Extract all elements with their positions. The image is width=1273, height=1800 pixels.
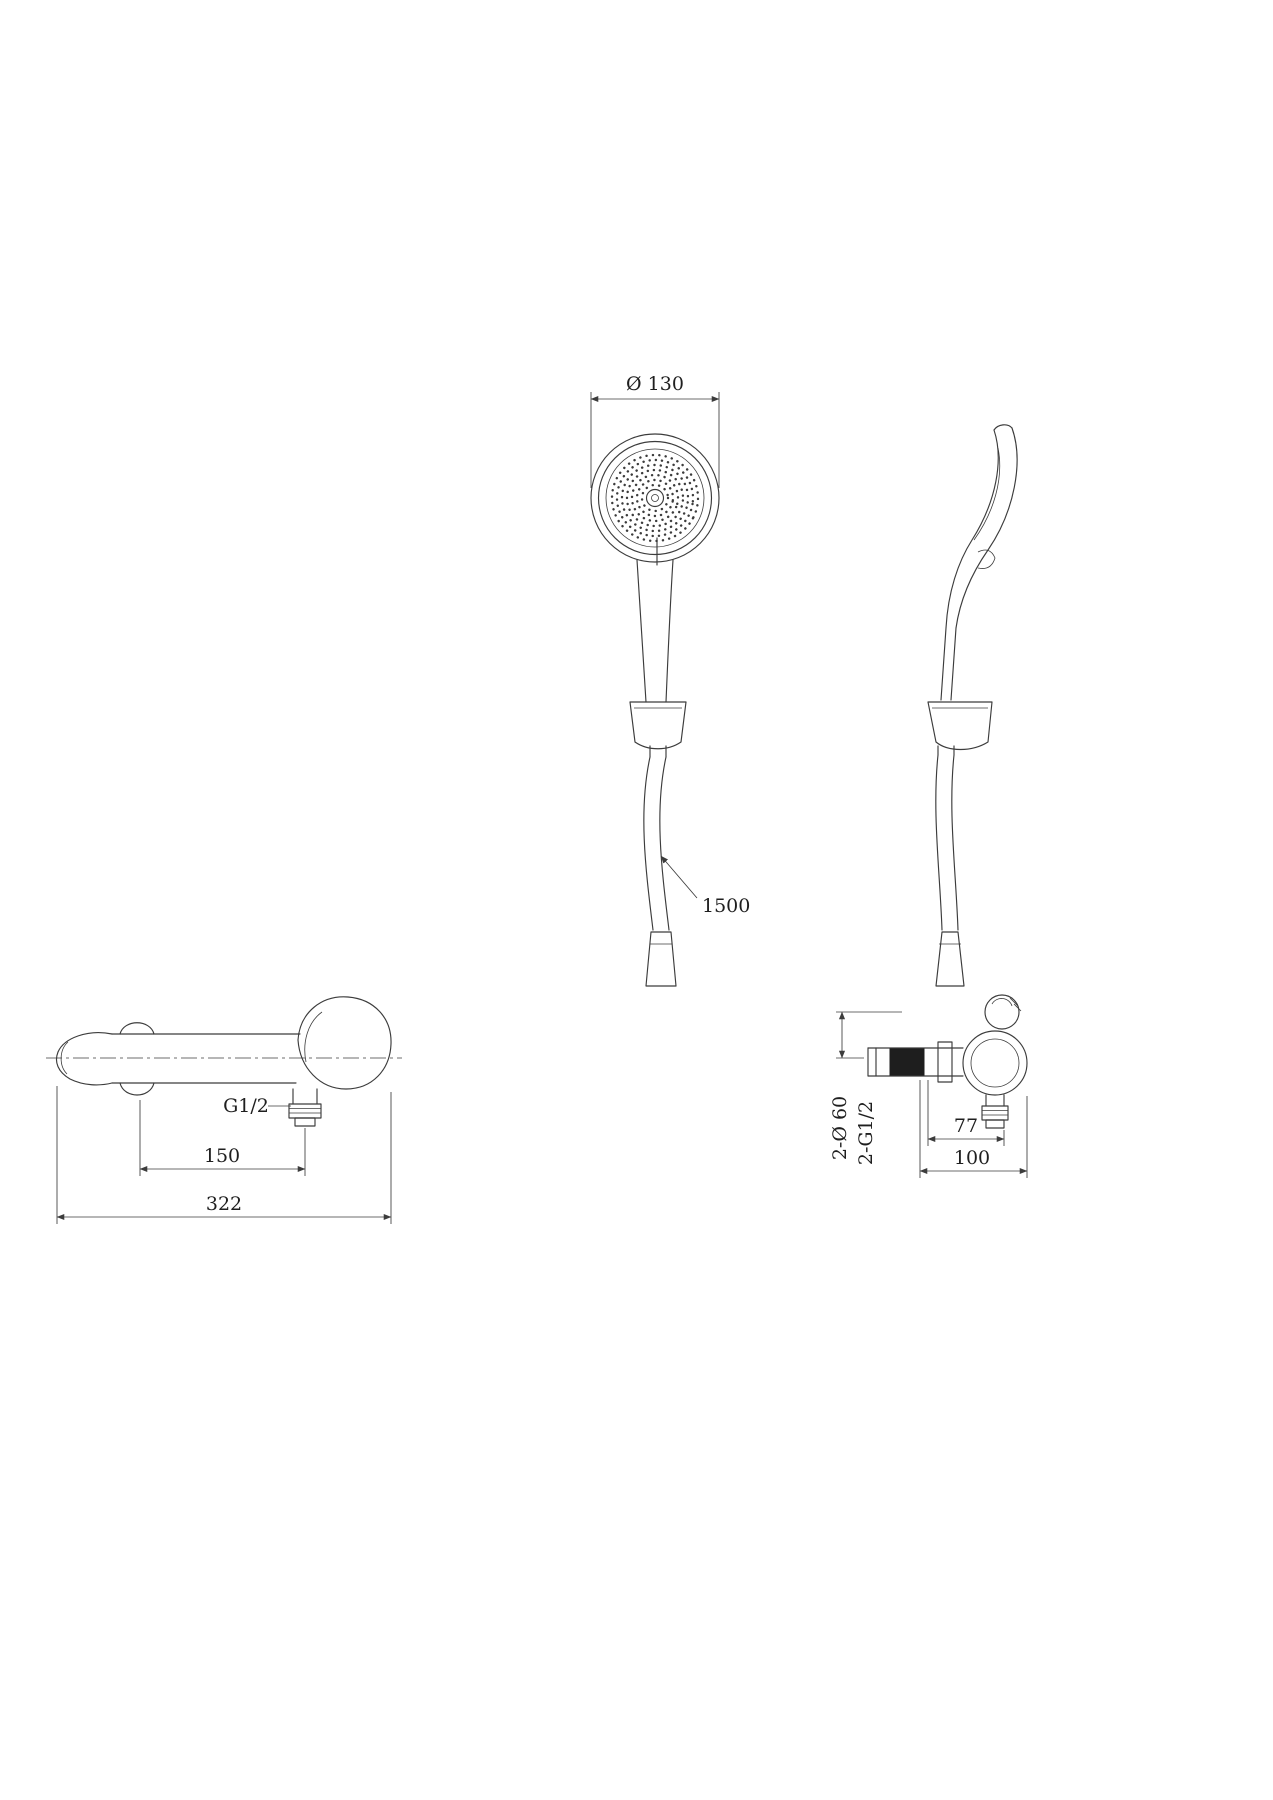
mixer-left-cap (55, 1032, 113, 1086)
hose-cone-fitting (645, 931, 677, 987)
dim-overall-width: 322 (56, 1086, 392, 1224)
wall-supply-union (867, 1041, 964, 1083)
mixer-body-side (962, 1030, 1028, 1096)
dim-label-escutcheons: 2-Ø 60 (829, 1096, 851, 1160)
dim-outlet-projection: 77 (927, 1080, 1005, 1146)
shower-handle-side (940, 627, 957, 701)
hand-shower-side-view (927, 424, 1018, 987)
shower-holder-side (927, 701, 993, 756)
dim-label-hose-length: 1500 (702, 895, 750, 917)
spray-nozzle-pattern (610, 453, 700, 543)
shower-head-side-profile (945, 424, 1018, 629)
dim-hose-length: 1500 (660, 855, 750, 917)
spray-ring-edge (977, 549, 996, 569)
dim-label-outlet-offset: 150 (204, 1145, 240, 1167)
mixer-outlet-side (981, 1094, 1009, 1129)
mixer-side-view: 2-Ø 60 2-G1/2 77 100 (829, 994, 1028, 1178)
spray-center-cap (645, 488, 665, 508)
mixer-knob-side (984, 994, 1022, 1030)
mixer-handle-front (297, 996, 392, 1090)
shower-handle (636, 559, 674, 703)
dim-inlet-notes: 2-Ø 60 2-G1/2 (829, 1011, 902, 1165)
dim-body-width: 100 (919, 1080, 1028, 1178)
dim-outlet-offset: 150 (139, 1100, 306, 1176)
mixer-escutcheon (119, 1022, 155, 1096)
hose-cone-fitting-side (935, 931, 965, 987)
dim-label-inlet-threads: 2-G1/2 (855, 1101, 877, 1165)
shower-head-outline (590, 433, 720, 563)
shower-hose-side (935, 754, 965, 987)
shower-holder (629, 701, 687, 758)
mixer-outlet (288, 1088, 322, 1127)
dim-label-head-diameter: Ø 130 (626, 373, 684, 395)
shower-hose (643, 756, 677, 987)
dim-label-outlet-projection: 77 (954, 1115, 978, 1137)
dim-outlet-thread: G1/2 (223, 1095, 291, 1117)
dim-label-body-width: 100 (954, 1147, 990, 1169)
hand-shower-front-view: Ø 130 1500 (590, 373, 750, 987)
union-nut-solid (889, 1048, 925, 1076)
mixer-front-view: G1/2 150 322 (46, 996, 402, 1224)
dim-label-outlet-thread: G1/2 (223, 1095, 269, 1117)
dim-head-diameter: Ø 130 (590, 373, 720, 488)
dim-label-overall-width: 322 (206, 1193, 242, 1215)
